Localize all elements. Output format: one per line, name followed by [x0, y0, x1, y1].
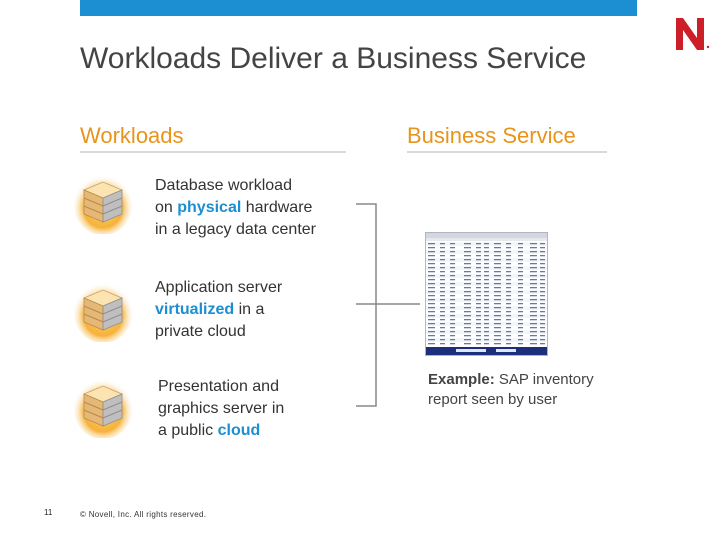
sap-report-screenshot — [425, 232, 548, 356]
example-caption: Example: SAP inventory report seen by us… — [428, 370, 628, 410]
page-number: 11 — [44, 508, 53, 517]
report-table-image — [426, 233, 547, 355]
slide-title: Workloads Deliver a Business Service — [80, 42, 587, 75]
workload-line: on physical hardware — [155, 199, 313, 216]
highlight-physical: physical — [177, 199, 242, 216]
workloads-heading: Workloads — [80, 123, 184, 148]
bracket-connector — [356, 203, 420, 407]
workload-line: in a legacy data center — [155, 221, 316, 238]
business-service-heading: Business Service — [407, 123, 576, 148]
copyright-notice: © Novell, Inc. All rights reserved. — [80, 510, 207, 519]
top-accent-bar — [80, 0, 637, 16]
workload-line: virtualized in a — [155, 301, 265, 318]
example-text: SAP inventory report seen by user — [428, 371, 594, 408]
workload-line: a public cloud — [158, 422, 261, 439]
server-stack-icon — [74, 283, 132, 342]
workload-presentation-text: Presentation and graphics server in a pu… — [158, 376, 284, 442]
novell-n-logo — [676, 18, 710, 50]
example-label: Example: — [428, 371, 495, 388]
workload-line: private cloud — [155, 323, 246, 340]
server-stack-icon — [74, 379, 132, 438]
business-service-heading-rule — [407, 151, 607, 153]
workloads-heading-rule — [80, 151, 346, 153]
workload-application-text: Application server virtualized in a priv… — [155, 277, 282, 343]
workload-line: Presentation and — [158, 378, 279, 395]
workload-line: Application server — [155, 279, 283, 296]
workload-line: graphics server in — [158, 400, 285, 417]
highlight-cloud: cloud — [217, 422, 261, 439]
highlight-virtualized: virtualized — [155, 301, 235, 318]
workload-database-text: Database workload on physical hardware i… — [155, 175, 316, 241]
server-stack-icon — [74, 175, 132, 234]
workload-line: Database workload — [155, 177, 292, 194]
